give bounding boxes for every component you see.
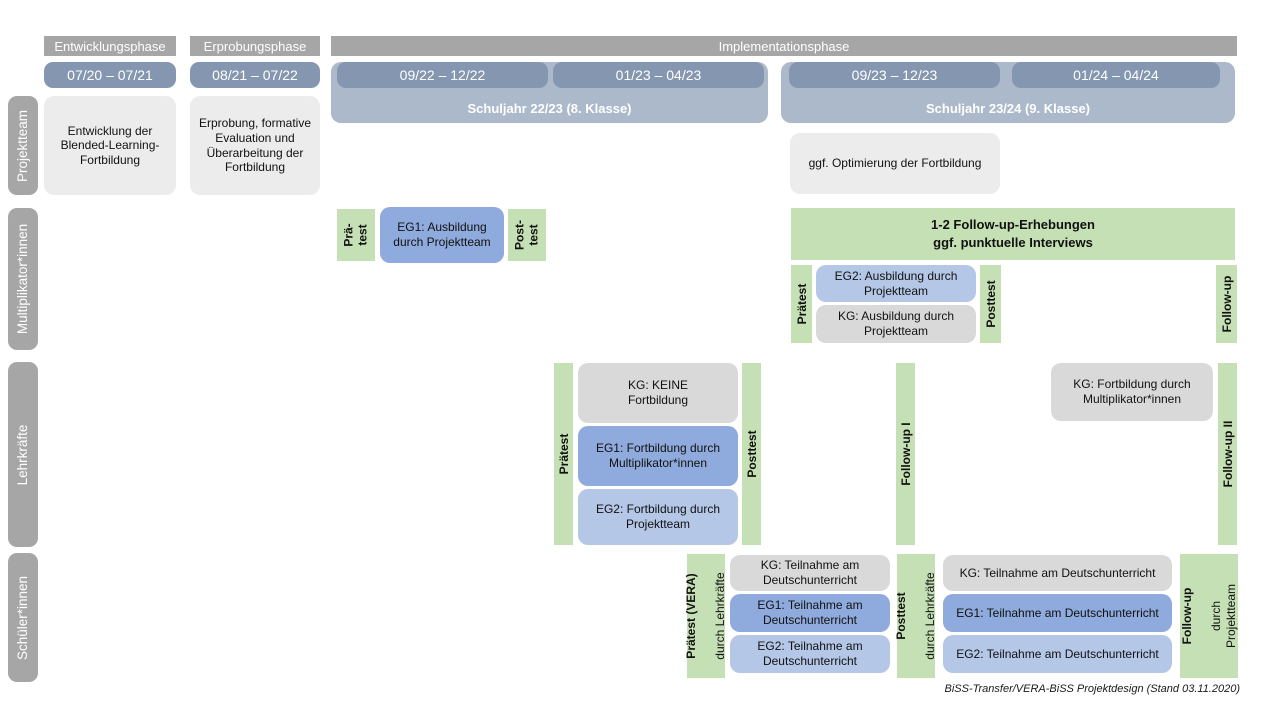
box-kg-teilnahme-2: KG: Teilnahme am Deutschunterricht bbox=[943, 555, 1172, 591]
bar-posttest2-multiplikatoren-text: Posttest bbox=[983, 280, 998, 328]
bar-praetest-vera-sub-text: durch Lehrkräfte bbox=[713, 572, 728, 660]
bar-praetest-multiplikatoren-text: Prä- test bbox=[341, 223, 370, 247]
bar-posttest-multiplikatoren-text: Post- test bbox=[512, 220, 541, 250]
bar-followup-schueler: Follow-up durch Projektteam bbox=[1180, 554, 1238, 678]
box-kg-ausbildung-projektteam: KG: Ausbildung durch Projektteam bbox=[816, 305, 976, 343]
bar-followup-sub-text: durch Projektteam bbox=[1209, 583, 1238, 649]
bar-posttest2-multiplikatoren: Posttest bbox=[980, 265, 1001, 343]
date-range-0124-0424: 01/24 – 04/24 bbox=[1012, 62, 1220, 88]
box-eg2-teilnahme-2: EG2: Teilnahme am Deutschunterricht bbox=[943, 635, 1172, 673]
row-label-schueler: Schüler*innen bbox=[8, 553, 38, 682]
bar-praetest2-multiplikatoren-text: Prätest bbox=[794, 283, 809, 325]
date-range-0720-0721: 07/20 – 07/21 bbox=[44, 62, 176, 88]
date-range-0922-1222: 09/22 – 12/22 bbox=[337, 62, 548, 88]
row-label-projektteam-text: Projektteam bbox=[14, 109, 30, 182]
bar-praetest-lehrkraefte: Prätest bbox=[554, 363, 573, 545]
box-optimierung-fortbildung: ggf. Optimierung der Fortbildung bbox=[790, 133, 1000, 194]
box-eg1-fortbildung-multiplikatoren: EG1: Fortbildung durch Multiplikator*inn… bbox=[578, 426, 738, 486]
box-kg-keine-fortbildung: KG: KEINE Fortbildung bbox=[578, 363, 738, 423]
box-eg2-teilnahme-1: EG2: Teilnahme am Deutschunterricht bbox=[730, 635, 890, 673]
box-erprobung-evaluation: Erprobung, formative Evaluation und Über… bbox=[190, 96, 320, 195]
bar-posttest-sub-text: durch Lehrkräfte bbox=[923, 572, 938, 660]
phase-header-entwicklungsphase: Entwicklungsphase bbox=[44, 36, 176, 56]
date-range-0123-0423: 01/23 – 04/23 bbox=[553, 62, 764, 88]
row-label-lehrkraefte: Lehrkräfte bbox=[8, 362, 38, 547]
box-entwicklung-fortbildung: Entwicklung der Blended-Learning-Fortbil… bbox=[44, 96, 176, 195]
box-kg-fortbildung-multiplikatoren: KG: Fortbildung durch Multiplikator*inne… bbox=[1051, 363, 1213, 421]
bar-praetest2-multiplikatoren: Prätest bbox=[791, 265, 812, 343]
phase-header-implementationsphase: Implementationsphase bbox=[331, 36, 1237, 56]
box-eg1-teilnahme-2: EG1: Teilnahme am Deutschunterricht bbox=[943, 594, 1172, 632]
bar-followup2-lehrkraefte-text: Follow-up II bbox=[1220, 420, 1235, 488]
box-eg1-teilnahme-1: EG1: Teilnahme am Deutschunterricht bbox=[730, 594, 890, 632]
row-label-projektteam: Projektteam bbox=[8, 96, 38, 195]
date-range-0821-0722: 08/21 – 07/22 bbox=[190, 62, 320, 88]
row-label-multiplikatoren: Multiplikator*innen bbox=[8, 208, 38, 350]
bar-followup1-lehrkraefte: Follow-up I bbox=[896, 363, 915, 545]
bar-posttest-lehrkraefte-text: Posttest bbox=[744, 430, 759, 478]
bar-praetest-multiplikatoren: Prä- test bbox=[337, 209, 375, 261]
box-eg2-fortbildung-projektteam: EG2: Fortbildung durch Projektteam bbox=[578, 489, 738, 545]
date-range-0923-1223: 09/23 – 12/23 bbox=[789, 62, 1000, 88]
bar-posttest-multiplikatoren: Post- test bbox=[508, 209, 546, 261]
bar-praetest-vera-bold-text: Prätest (VERA) bbox=[684, 573, 699, 659]
bar-posttest-lehrkraefte: Posttest bbox=[742, 363, 761, 545]
bar-followup2-lehrkraefte: Follow-up II bbox=[1218, 363, 1237, 545]
bar-praetest-lehrkraefte-text: Prätest bbox=[556, 433, 571, 475]
box-followup-erhebungen: 1-2 Follow-up-Erhebungen ggf. punktuelle… bbox=[791, 208, 1235, 260]
bar-followup-multiplikatoren: Follow-up bbox=[1216, 265, 1237, 343]
bar-posttest-schueler: Posttest durch Lehrkräfte bbox=[894, 554, 938, 678]
row-label-schueler-text: Schüler*innen bbox=[14, 575, 30, 660]
row-label-multiplikatoren-text: Multiplikator*innen bbox=[14, 223, 30, 335]
row-label-lehrkraefte-text: Lehrkräfte bbox=[14, 424, 30, 485]
bar-posttest-bold-text: Posttest bbox=[894, 592, 909, 640]
box-eg2-ausbildung-projektteam: EG2: Ausbildung durch Projektteam bbox=[816, 265, 976, 302]
bar-followup-multiplikatoren-text: Follow-up bbox=[1219, 275, 1234, 333]
box-kg-teilnahme-1: KG: Teilnahme am Deutschunterricht bbox=[730, 555, 890, 591]
footer-caption: BiSS-Transfer/VERA-BiSS Projektdesign (S… bbox=[944, 683, 1240, 695]
bar-praetest-vera-schueler: Prätest (VERA) durch Lehrkräfte bbox=[684, 554, 728, 678]
box-eg1-ausbildung-projektteam: EG1: Ausbildung durch Projektteam bbox=[380, 207, 504, 263]
bar-followup1-lehrkraefte-text: Follow-up I bbox=[898, 422, 913, 486]
bar-followup-bold-text: Follow-up bbox=[1180, 587, 1195, 645]
phase-header-erprobungsphase: Erprobungsphase bbox=[190, 36, 320, 56]
